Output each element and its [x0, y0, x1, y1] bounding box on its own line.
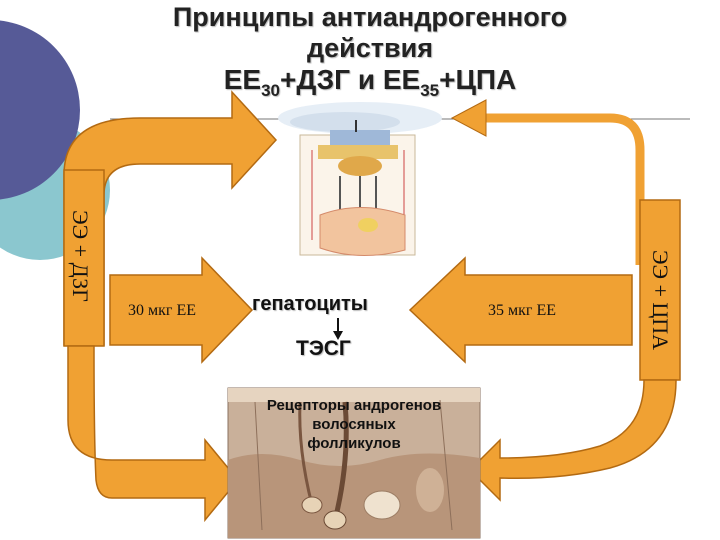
left-loop-arrow [63, 90, 278, 346]
receptor-caption: Рецепторы андрогенов волосяных фолликуло… [228, 396, 480, 453]
decor-circle-dark [0, 20, 80, 200]
title-regimen-a: ЕЕ [223, 64, 262, 95]
hair-follicle-illustration [227, 387, 481, 539]
title-regimen-a-dose: 30 [261, 81, 280, 100]
right-loop-arrowhead [450, 99, 487, 137]
right-lower-arrow [468, 379, 677, 502]
left-lower-arrow [67, 345, 239, 523]
hepatocytes-label: гепатоциты [252, 293, 368, 315]
title-regimen-b-dose: 35 [420, 81, 440, 100]
receptor-caption-line-1: Рецепторы андрогенов [266, 397, 442, 414]
left-regimen-label: ЭЭ + ДЗГ [68, 210, 93, 302]
title-line-2: действия [307, 33, 433, 63]
hep-to-shbg-arrowhead [333, 331, 343, 340]
title-line-1: Принципы антиандрогенного [172, 2, 568, 32]
title-line-3: ЕЕ30+ДЗГ и ЕЕ35+ЦПА [60, 64, 680, 101]
title-regimen-c: +ЦПА [439, 64, 517, 95]
left-dose-label: 30 мкг ЕЕ [128, 302, 197, 319]
hpo-axis-illustration [278, 102, 442, 256]
receptor-caption-line-2: волосяных [312, 416, 396, 433]
right-hep-arrow [408, 256, 633, 364]
shbg-label: ТЭСГ [296, 337, 351, 360]
right-dose-label: 35 мкг ЕЕ [488, 302, 557, 319]
left-hep-arrow [109, 256, 254, 364]
title-regimen-b: +ДЗГ и ЕЕ [280, 64, 421, 95]
right-regimen-label: ЭЭ + ЦПА [648, 249, 673, 351]
receptor-caption-line-3: фолликулов [307, 435, 401, 452]
right-loop-line [480, 113, 645, 265]
